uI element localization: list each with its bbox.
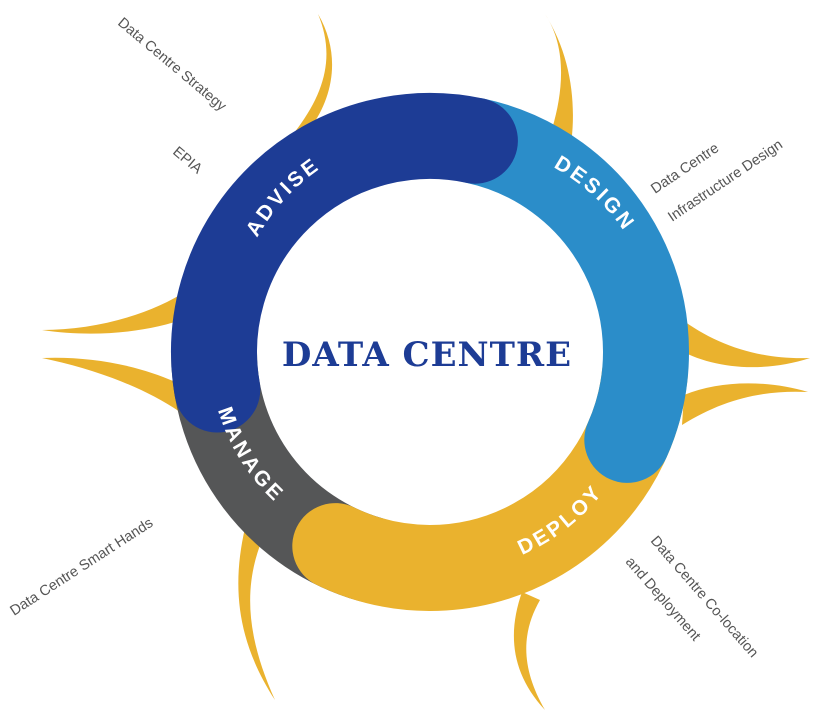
annotation-epia: EPIA <box>169 144 205 178</box>
swoosh-right-upper <box>676 318 810 368</box>
annotation-data-centre-strategy: Data Centre Strategy <box>114 15 229 115</box>
swoosh-left-lower <box>42 357 182 412</box>
annotation-infrastructure-design: Infrastructure Design <box>665 137 786 226</box>
cycle-ring <box>171 93 689 611</box>
annotation-smart-hands: Data Centre Smart Hands <box>7 515 156 619</box>
swoosh-left-upper <box>42 290 188 334</box>
swoosh-top-right <box>545 14 573 162</box>
swoosh-bottom-right <box>513 592 545 710</box>
center-title: DATA CENTRE <box>282 335 572 375</box>
advise-ring-segment <box>171 93 518 433</box>
swoosh-bottom-left <box>238 528 275 700</box>
design-ring-segment <box>431 97 689 483</box>
swoosh-right-lower <box>682 383 808 425</box>
annotation-and-deployment: and Deployment <box>622 554 703 644</box>
